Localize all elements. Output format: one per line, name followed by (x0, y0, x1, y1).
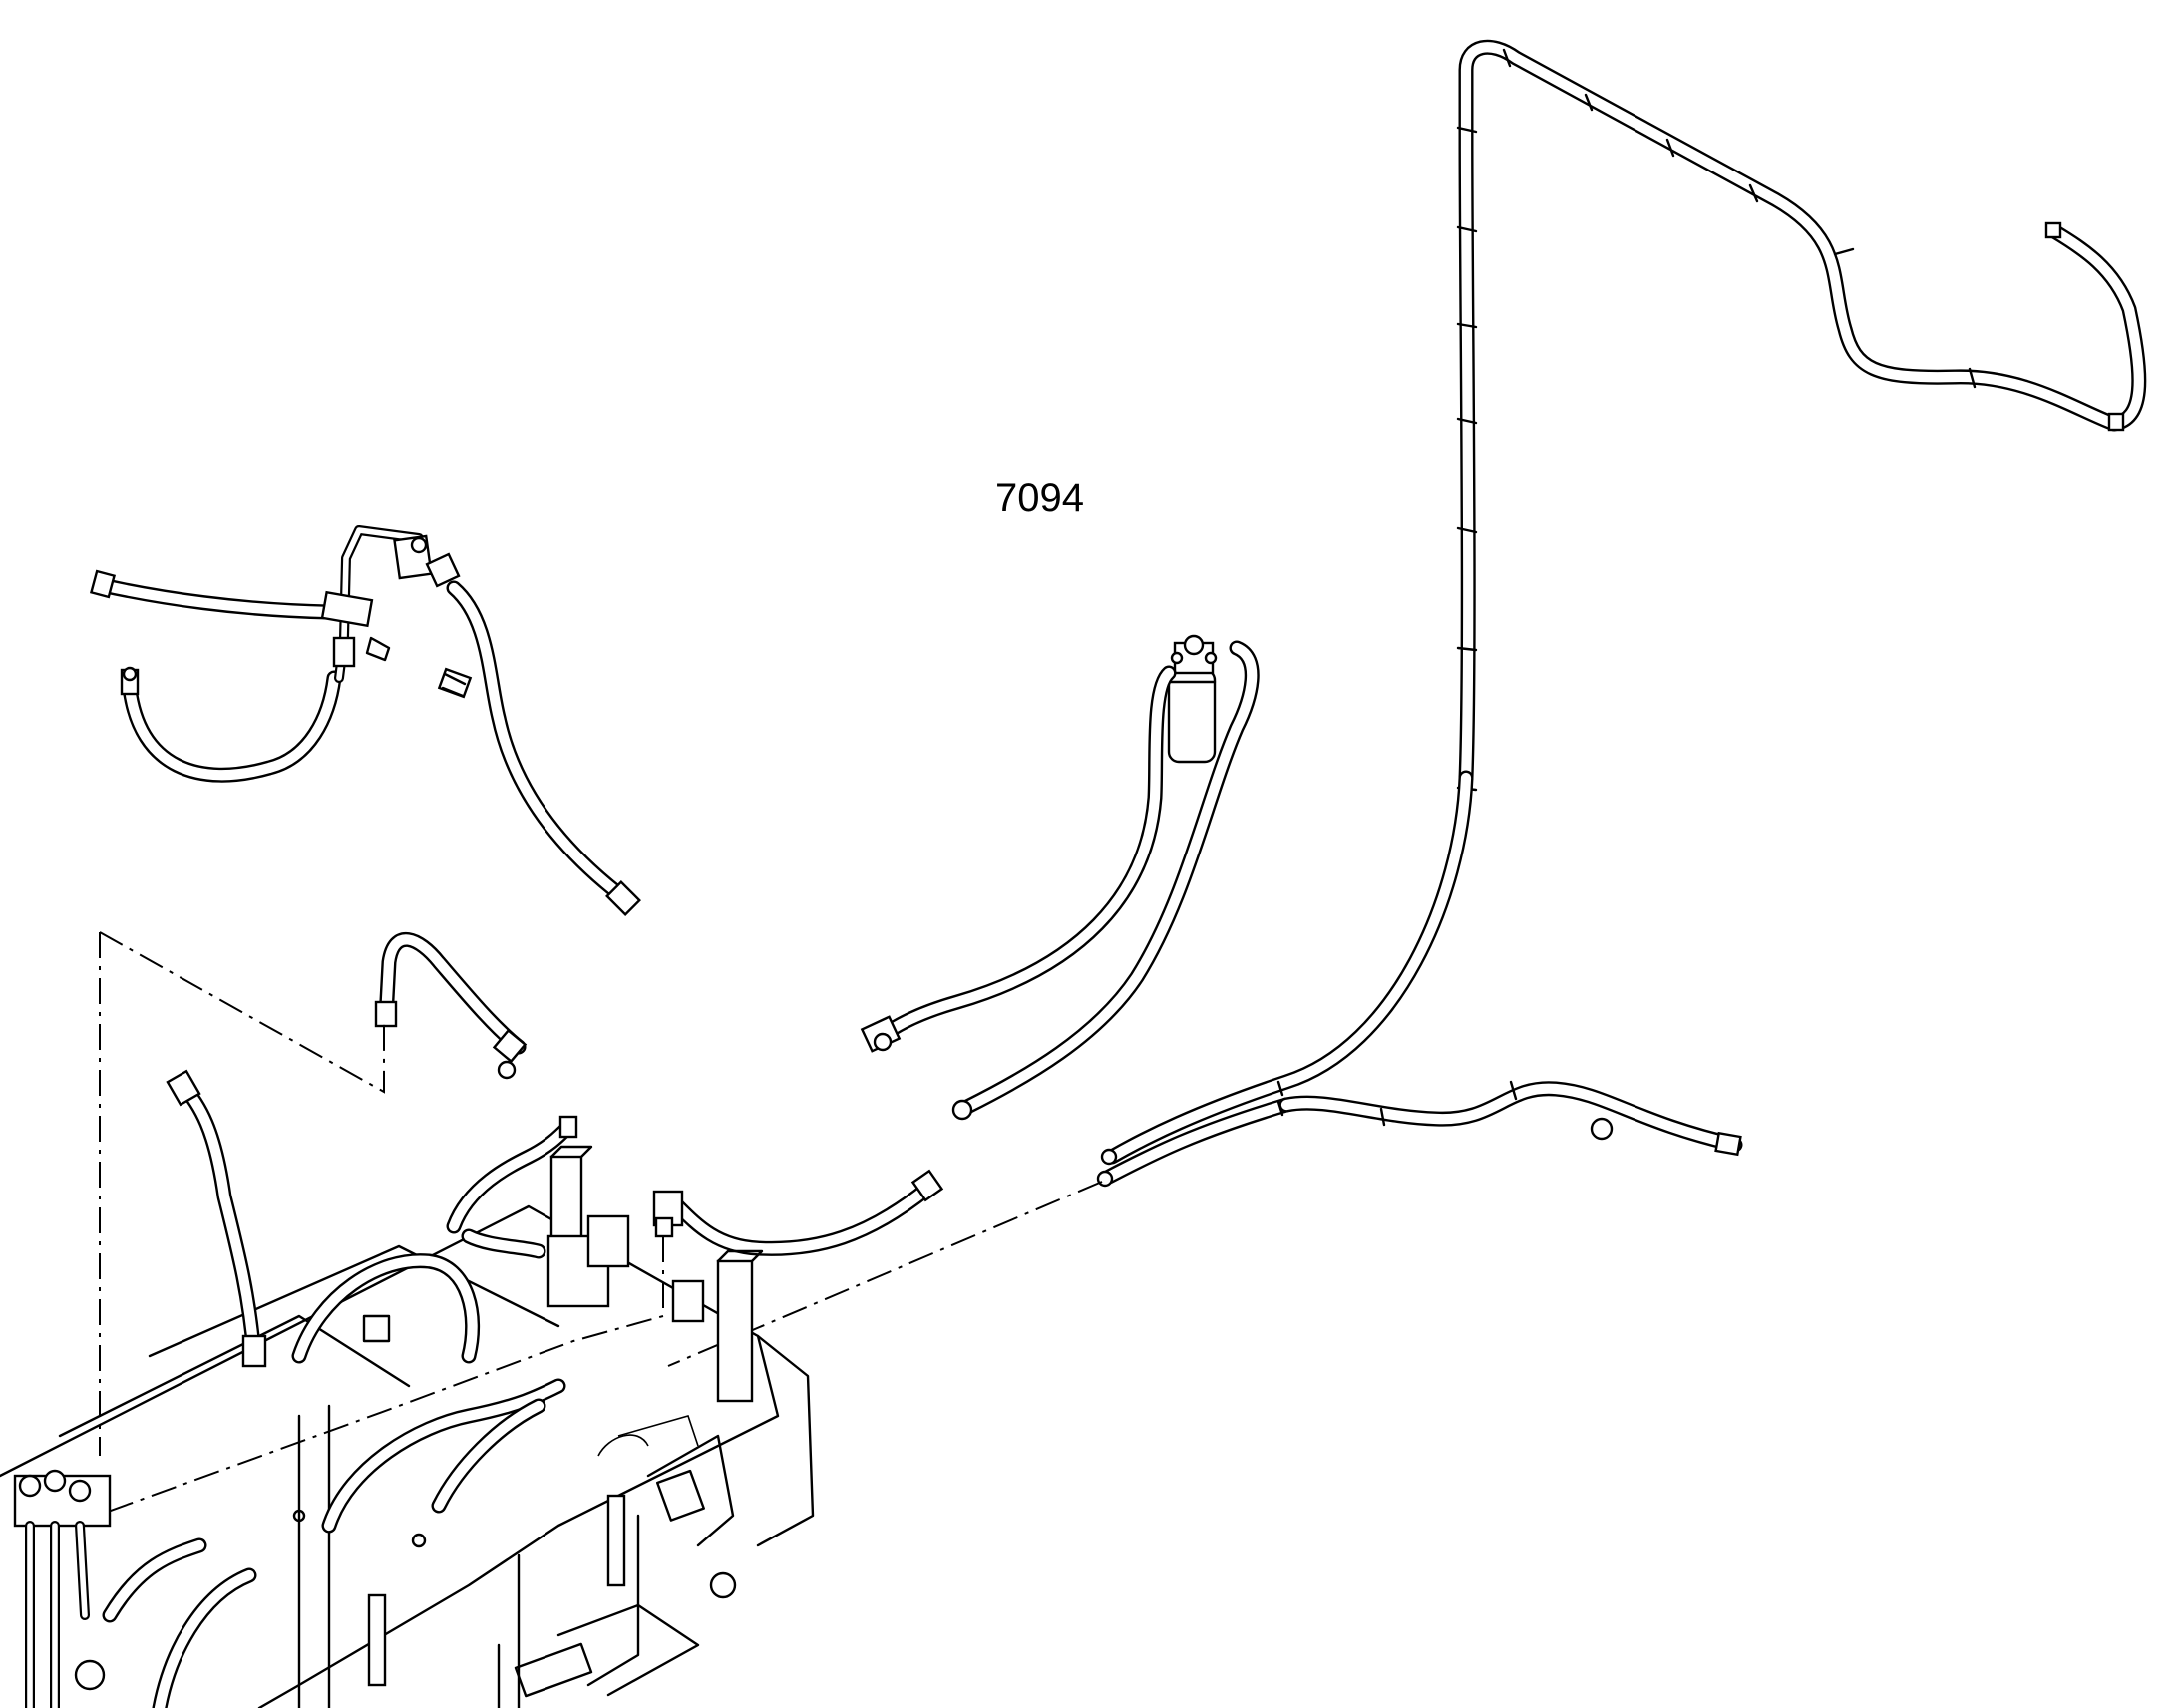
elbow-tube (374, 932, 528, 1080)
long-routed-line (1096, 39, 2147, 1188)
part-number-label: 7094 (995, 476, 1084, 519)
upper-left-hose-assembly (89, 525, 641, 916)
inline-filter-assembly (860, 634, 1260, 1121)
frame-hose (652, 1169, 944, 1256)
machine-frame (0, 1069, 815, 1708)
